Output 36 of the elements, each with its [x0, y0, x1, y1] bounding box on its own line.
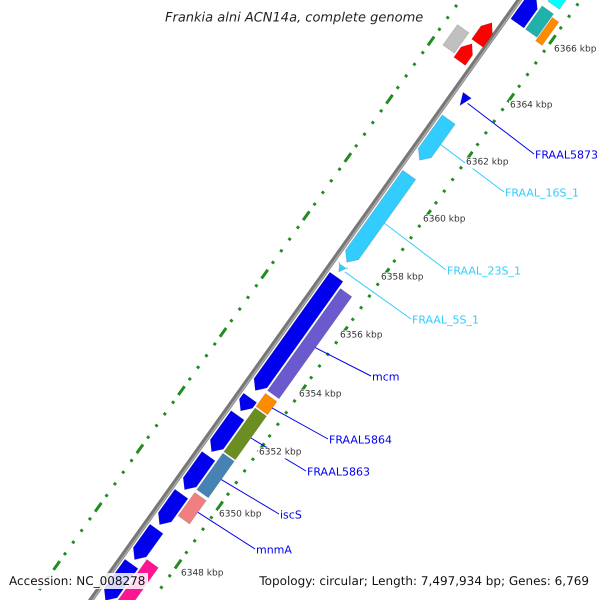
gene-label: FRAAL_16S_1	[505, 188, 579, 198]
gene-label: mcm	[372, 372, 400, 382]
leader-line	[272, 408, 328, 440]
gene-label: iscS	[280, 510, 302, 520]
gene-label: FRAAL_5S_1	[412, 314, 479, 326]
gene-triangle	[459, 92, 472, 106]
tick-label: 6348 kbp	[180, 568, 224, 580]
leader-line	[440, 144, 504, 192]
tick-label: 6354 kbp	[298, 390, 342, 400]
leader-line	[220, 479, 280, 514]
gene-label: FRAAL5873	[535, 150, 598, 160]
gene-label: FRAAL5864	[329, 434, 392, 446]
tick-label: 6366 kbp	[553, 44, 598, 56]
leader-line	[314, 347, 372, 376]
tick-label: 6358 kbp	[380, 272, 424, 284]
gene-bar	[418, 114, 456, 161]
tick-label: 6364 kbp	[509, 100, 554, 112]
accession-text: Accession: NC_008278	[6, 573, 148, 589]
tick-label: 6350 kbp	[218, 510, 262, 520]
gene-bar	[338, 261, 348, 273]
gene-label: FRAAL_23S_1	[447, 266, 521, 276]
leader-line	[344, 271, 412, 320]
gene-bar	[256, 392, 278, 416]
tick-label: 6362 kbp	[465, 158, 510, 168]
tick-label: 6356 kbp	[339, 330, 384, 342]
gene-bar	[178, 492, 207, 525]
gene-bar	[345, 170, 416, 263]
tick-label: 6352 kbp	[258, 448, 302, 458]
gene-label: FRAAL5863	[307, 466, 370, 478]
leader-line	[467, 102, 534, 154]
leader-line	[384, 222, 446, 270]
gene-bar	[196, 452, 235, 498]
leader-line	[197, 512, 256, 550]
tick-label: 6360 kbp	[422, 214, 466, 226]
map-title: Frankia alni ACN14a, complete genome	[165, 12, 424, 24]
gene-label: mnmA	[256, 544, 292, 556]
